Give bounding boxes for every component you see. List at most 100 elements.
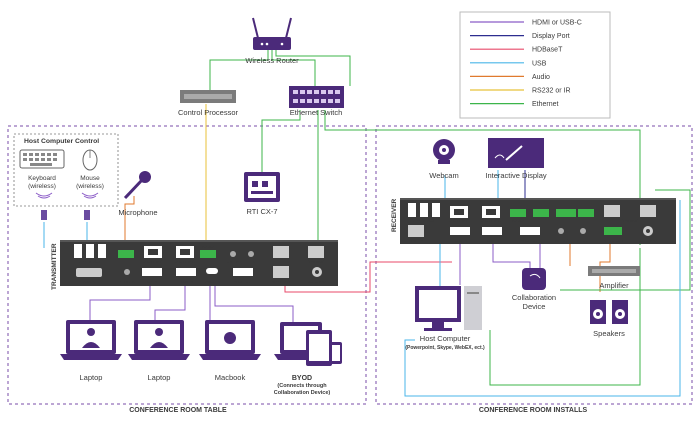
tx-usb-host1-label: USB HOST1	[142, 260, 164, 264]
line-out-jack	[558, 228, 564, 234]
rx-hdmi-in1-label: HDMI IN	[453, 239, 468, 243]
rx-hdmi-in2-label: HDMI IN	[485, 239, 500, 243]
webcam-label: Webcam	[429, 171, 458, 180]
tx-usb-device-label: USB DEVICE	[79, 260, 102, 264]
wireless-router	[252, 17, 292, 50]
wireless-signal-icon	[35, 192, 99, 199]
rx-usb-host1-label: USB HOST1	[448, 219, 470, 223]
tx-ethernet-label: ETHERNET	[306, 260, 327, 264]
rx-ethernet-label: ETHERNET	[620, 219, 641, 223]
section-label-table: CONFERENCE ROOM TABLE	[129, 407, 227, 414]
legend-label: Ethernet	[532, 101, 559, 108]
legend-label: USB	[532, 60, 547, 67]
ethernet-port	[604, 205, 620, 217]
transmitter-side-label: TRANSMITTER	[51, 243, 58, 290]
rx-usb-host2-label: USB HOST2	[480, 219, 502, 223]
tx-usb-host2-label: USB HOST2	[174, 260, 196, 264]
microphone-icon	[123, 171, 151, 200]
keyboard-label: Keyboard	[28, 175, 56, 182]
installs-section-border	[375, 125, 693, 405]
macbook-label: Macbook	[215, 373, 246, 382]
byod-sub1: (Connects through	[277, 383, 327, 389]
mouse-icon	[82, 149, 98, 171]
usb-device-port	[74, 244, 82, 258]
transmitter-unit	[60, 240, 338, 286]
usb-device-port	[98, 244, 106, 258]
tx-hdmi-out-label: HDMI OUT	[234, 280, 253, 284]
ethernet-switch	[289, 86, 344, 108]
macbook-icon	[199, 320, 261, 360]
control-processor	[180, 90, 236, 103]
hdmi-in-port	[482, 227, 502, 235]
ethernet-port	[273, 246, 289, 258]
rx-rs232-label: RS-232	[512, 219, 524, 223]
collaboration-sub: Device	[523, 302, 546, 311]
tx-usbc-in-label: USB-C IN	[204, 280, 221, 284]
laptop1-label: Laptop	[80, 373, 103, 382]
byod-sub2: Collaboration Device)	[274, 390, 331, 396]
ir-in-jack	[248, 251, 254, 257]
legend-label: Display Port	[532, 33, 570, 40]
vga-in-port	[76, 268, 102, 277]
tx-dc-label: DC 12V 5A	[308, 280, 327, 284]
tx-audio-in-label: AUDIO IN	[119, 280, 136, 284]
rx-dc-label: DC 12V 5A	[639, 239, 658, 243]
rx-line-out-label: LINE OUT	[552, 239, 570, 243]
rx-ir-out-label: IR OUT	[577, 239, 591, 243]
laptop2-label: Laptop	[148, 373, 171, 382]
rs232-terminal	[118, 250, 134, 258]
byod-devices-icon	[274, 322, 342, 366]
dp-in-port	[142, 268, 162, 276]
rs232-terminal	[510, 209, 526, 217]
receiver-side-label: RECEIVER	[391, 198, 398, 232]
section-label-installs: CONFERENCE ROOM INSTALLS	[479, 407, 588, 414]
speaker-icon	[590, 300, 628, 324]
usb-dongle-icon	[41, 210, 90, 220]
mouse-sub: (wireless)	[76, 183, 104, 190]
hdmi-in-port	[176, 268, 196, 276]
tx-ir-in-label: IR IN	[247, 260, 256, 264]
host-control-box	[13, 133, 119, 207]
usb-device-port	[86, 244, 94, 258]
laptop-icon	[60, 320, 122, 360]
tx-vga-label: VGA IN	[83, 280, 96, 284]
mouse-label: Mouse	[80, 175, 100, 182]
keyboard-icon	[19, 149, 65, 169]
tx-hdmi-in-label: HDMI IN	[179, 280, 194, 284]
amplifier-label: Amplifier	[599, 281, 629, 290]
line-in-jack	[230, 251, 236, 257]
tx-hdbt-out-label: HDBT OUT	[271, 280, 291, 284]
legend-label: RS232 or IR	[532, 88, 571, 95]
speakers-label: Speakers	[593, 329, 625, 338]
collaboration-label: Collaboration	[512, 293, 556, 302]
microphone-label: Microphone	[118, 208, 157, 217]
interactive-display-icon	[488, 138, 544, 168]
audio-out-terminal	[604, 227, 622, 235]
hdbt-out-port	[273, 266, 289, 278]
hdmi-in-port	[450, 227, 470, 235]
interactive-display-label: Interactive Display	[485, 171, 547, 180]
usb-device-port	[420, 203, 428, 217]
ethernet-switch-label: Ethernet Switch	[290, 108, 343, 117]
tx-line-in-label: LINE IN	[226, 260, 240, 264]
host-computer-icon	[415, 286, 482, 331]
rs232-terminal	[578, 209, 594, 217]
tx-rs232-label: RS-232	[202, 245, 214, 249]
usbc-in-port	[206, 268, 218, 274]
rx-audio-out-label: AUDIO OUT	[602, 239, 624, 243]
laptop-icon	[128, 320, 190, 360]
ethernet-port	[640, 205, 656, 217]
byod-label: BYOD	[292, 375, 312, 382]
usb-device-port	[432, 203, 440, 217]
host-control-title: Host Computer Control	[24, 138, 99, 145]
rx-usb-device-label: USB DEVICE	[413, 219, 436, 223]
usb-device-port	[408, 203, 416, 217]
keyboard-sub: (wireless)	[28, 183, 56, 190]
ethernet-port	[308, 246, 324, 258]
rx-hdbt-in-label: HDBT IN	[408, 239, 423, 243]
hdmi-out-port	[233, 268, 253, 276]
rs232-terminal	[200, 250, 216, 258]
router-label: Wireless Router	[245, 56, 299, 65]
